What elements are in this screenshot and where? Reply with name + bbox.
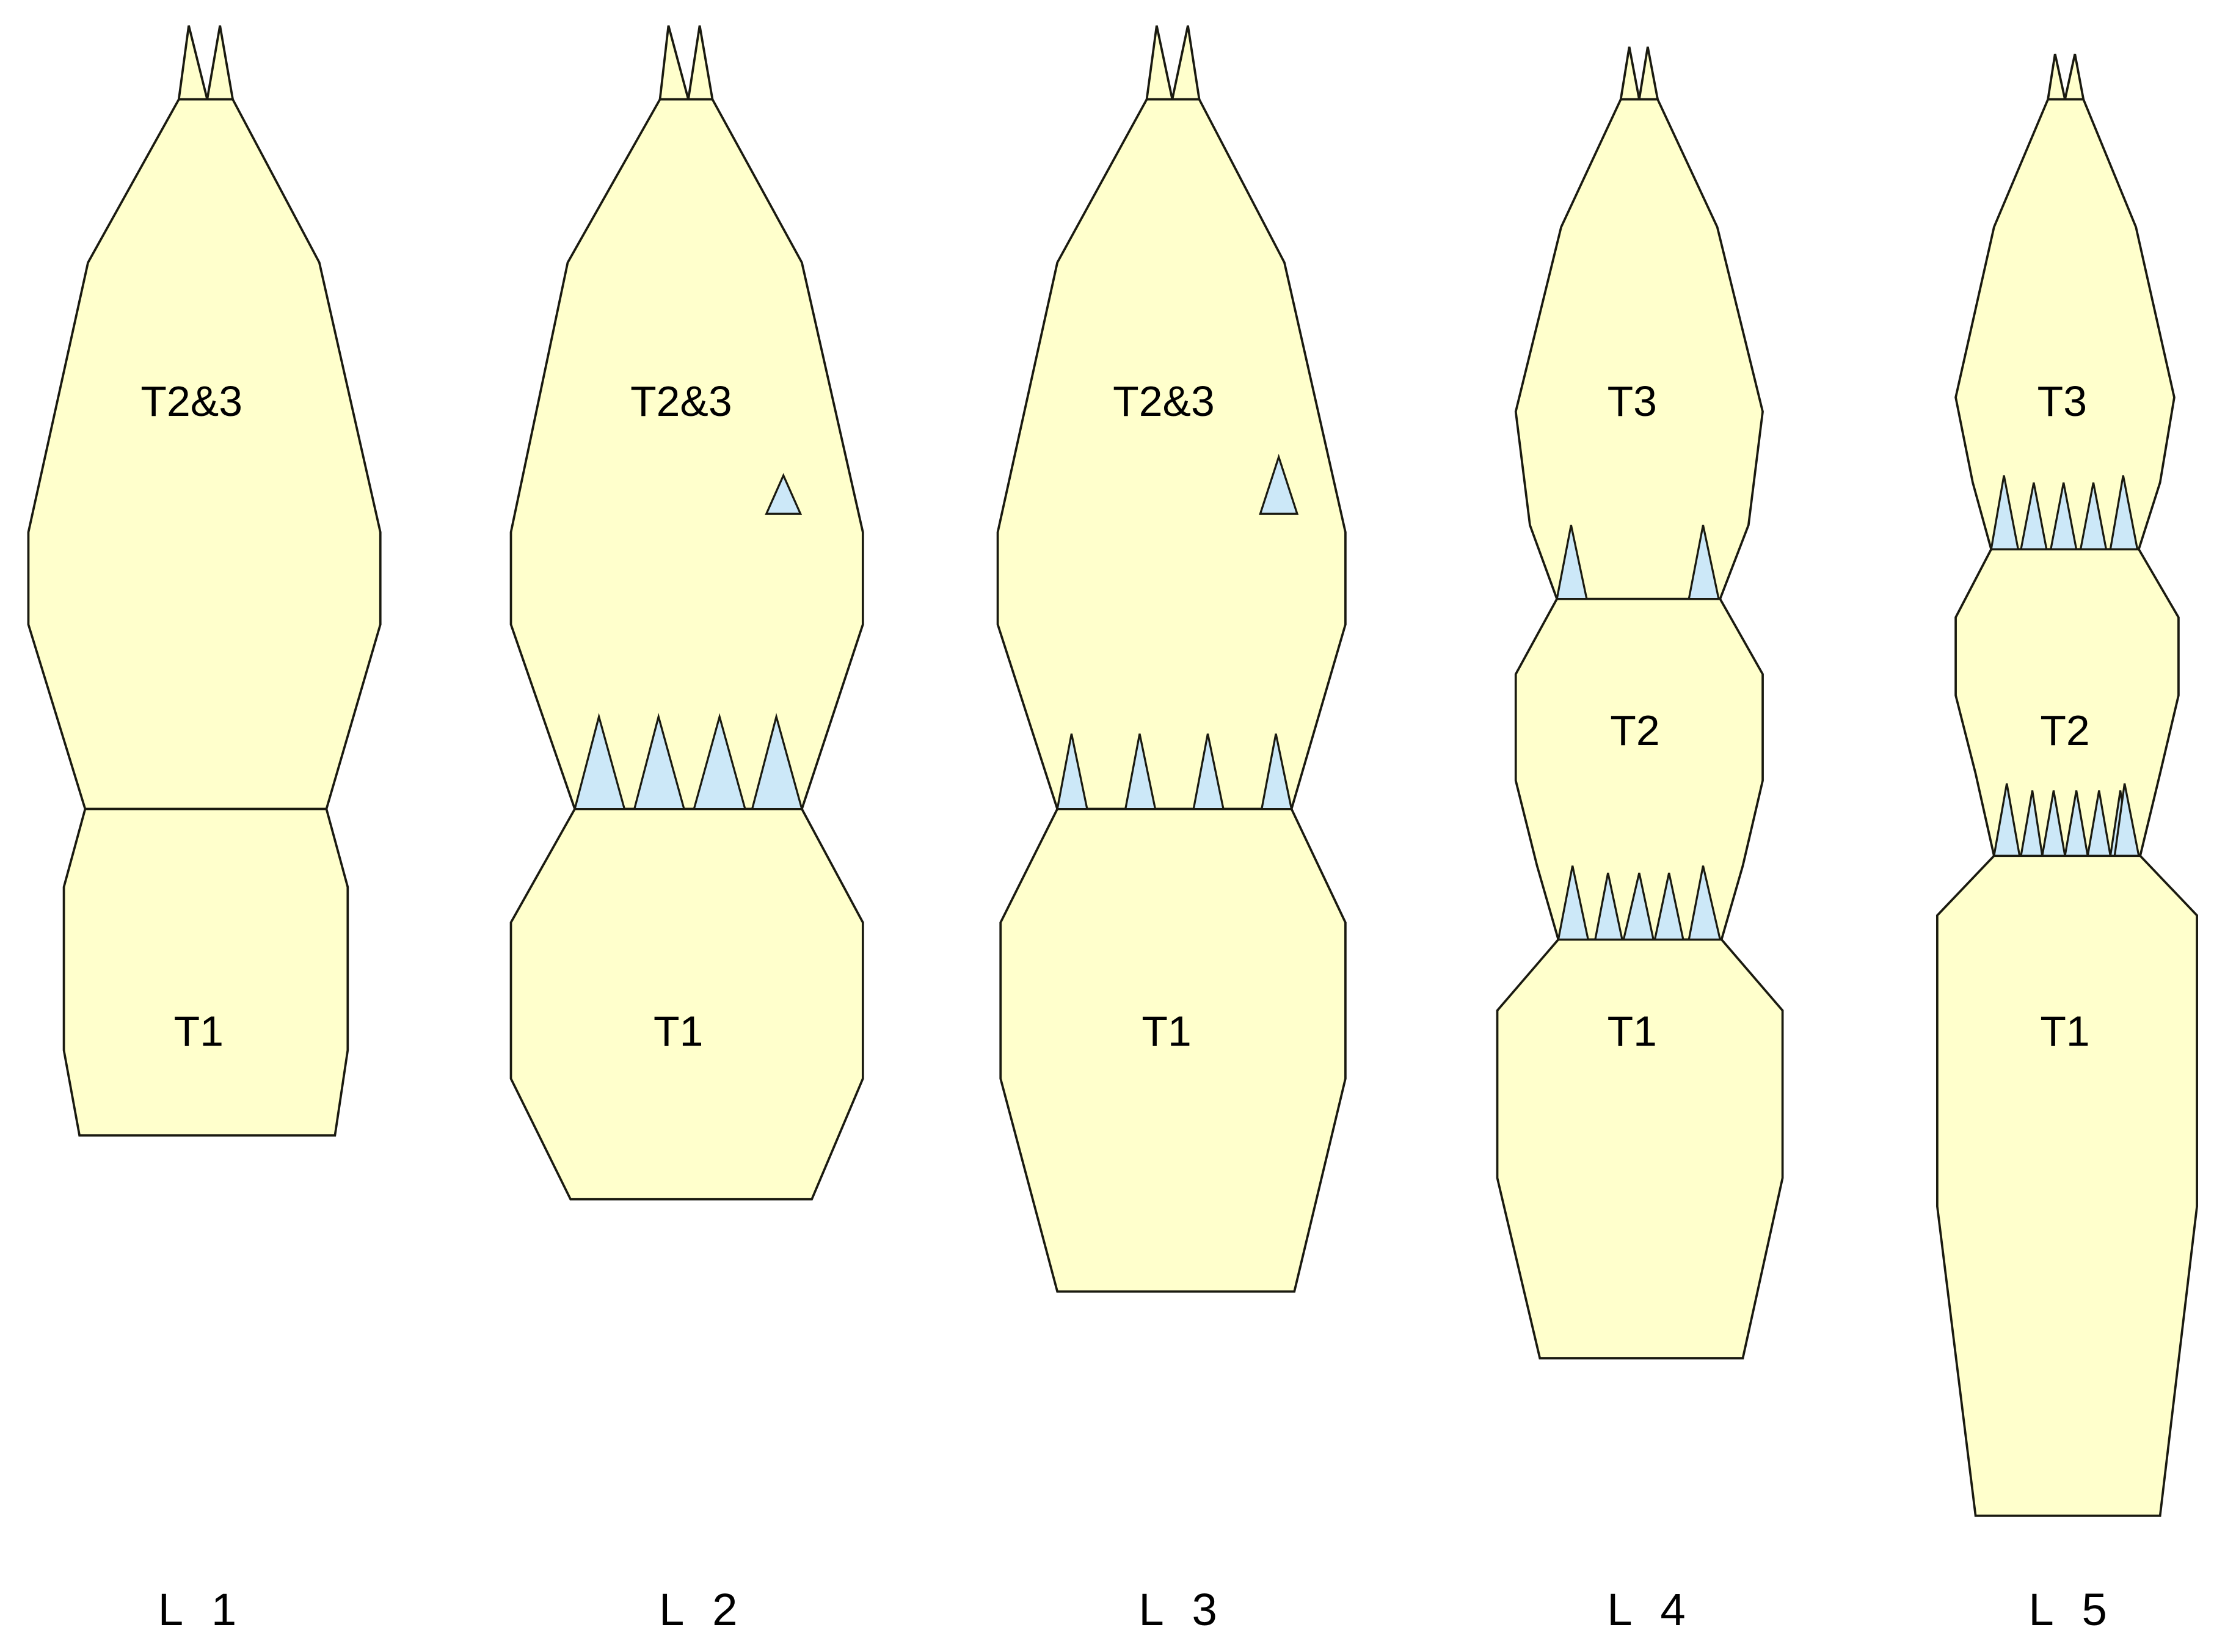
spine-icon xyxy=(2079,482,2108,550)
stage-label: L 2 xyxy=(659,1584,746,1635)
spine-icon xyxy=(2020,482,2048,550)
spine-icon xyxy=(751,713,804,810)
spine-icon xyxy=(1556,525,1588,600)
stage-label: L 4 xyxy=(1607,1584,1694,1635)
segment-t1 xyxy=(999,807,1347,1293)
segment-label: T3 xyxy=(1608,377,1657,425)
spine-icon xyxy=(1593,872,1624,941)
segment-label: T1 xyxy=(1608,1008,1657,1055)
spine-icon xyxy=(1259,454,1299,515)
spine-icon xyxy=(1192,733,1225,810)
spine-icon xyxy=(1056,733,1088,810)
segment-label: T2 xyxy=(1610,707,1659,754)
segment-t2 xyxy=(1954,548,2180,857)
stage-2: T2&3T1 L 2 xyxy=(509,25,864,1635)
spine-icon xyxy=(1124,733,1157,810)
stage-label: L 5 xyxy=(2028,1584,2115,1635)
spine-icon xyxy=(1622,872,1655,941)
spine-icon xyxy=(1990,475,2020,550)
spine-icon xyxy=(2064,790,2089,857)
segment-t1 xyxy=(509,807,864,1201)
segment-label: T2&3 xyxy=(140,377,242,425)
segment-t1 xyxy=(1496,938,1784,1359)
stage-label: L 1 xyxy=(158,1584,245,1635)
segment-label: T2 xyxy=(2040,707,2089,754)
segment-label: T1 xyxy=(2040,1008,2089,1055)
spine-icon xyxy=(2113,783,2140,857)
spine-icon xyxy=(573,713,626,810)
segment-label: T1 xyxy=(1142,1008,1191,1055)
spine-icon xyxy=(1992,783,2021,857)
spine-icon xyxy=(2086,790,2112,857)
segment-label: T3 xyxy=(2037,377,2087,425)
segment-t1 xyxy=(62,807,349,1137)
spine-icon xyxy=(1653,872,1684,941)
spine-icon xyxy=(1557,865,1590,941)
spine-icon xyxy=(2041,790,2066,857)
segment-label: T2&3 xyxy=(630,377,732,425)
stage-1: T2&3T1 L 1 xyxy=(27,25,382,1635)
stage-label: L 3 xyxy=(1138,1584,1225,1635)
stage-3: T2&3T1 L 3 xyxy=(996,25,1347,1635)
spine-icon xyxy=(2109,475,2139,550)
segment-label: T2&3 xyxy=(1113,377,1215,425)
segment-t1 xyxy=(1936,854,2198,1517)
spine-icon xyxy=(1260,733,1293,810)
spine-icon xyxy=(1688,525,1721,600)
spine-icon xyxy=(633,713,686,810)
segment-label: T1 xyxy=(654,1008,703,1055)
spine-icon xyxy=(2049,482,2078,550)
segment-label: T1 xyxy=(174,1008,224,1055)
spine-icon xyxy=(2020,790,2044,857)
spine-icon xyxy=(765,473,803,515)
spine-icon xyxy=(693,713,747,810)
spine-icon xyxy=(1688,865,1722,941)
